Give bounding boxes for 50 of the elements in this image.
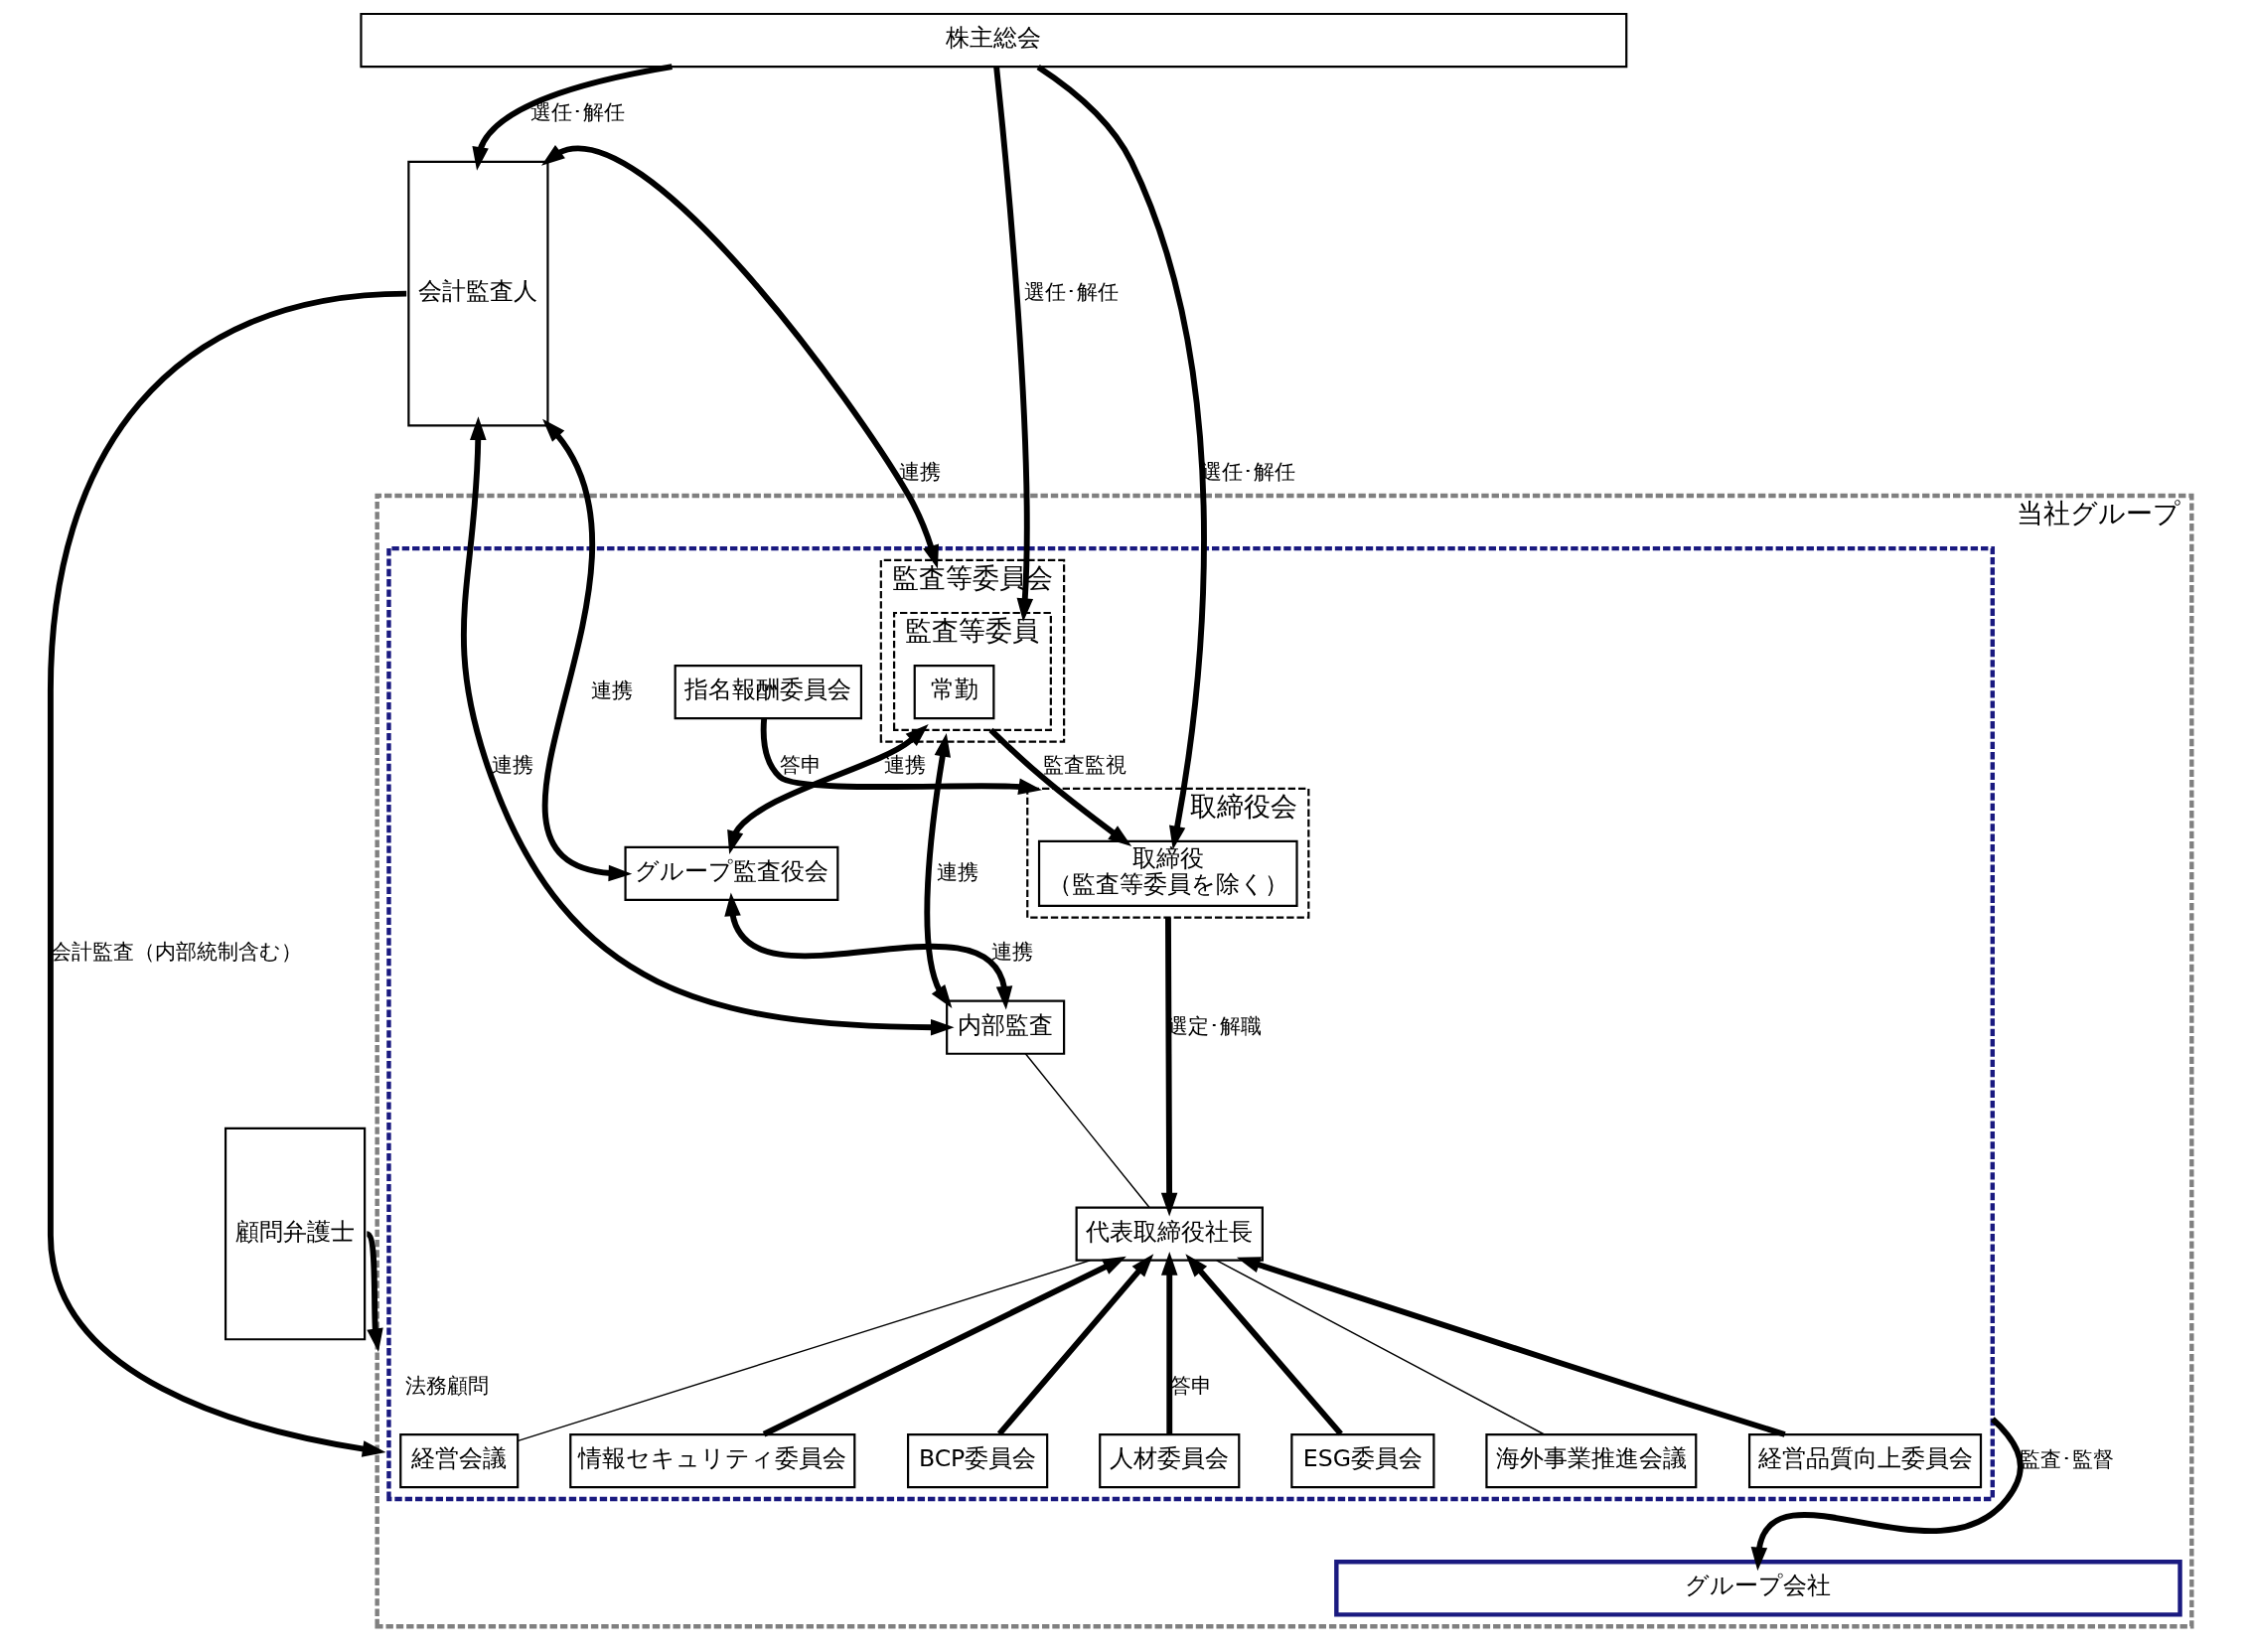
node-box: ESG委員会 xyxy=(1289,1432,1434,1489)
arrow xyxy=(726,723,929,855)
edge-label: 連携 xyxy=(898,459,941,484)
arrow xyxy=(541,418,632,882)
edge-label: 連携 xyxy=(883,752,926,777)
arrow xyxy=(1184,1254,1343,1436)
arrow xyxy=(540,144,939,569)
node-box: グループ監査役会 xyxy=(623,845,838,902)
node-box: 常勤 xyxy=(913,664,994,720)
edge-label: 連携 xyxy=(590,678,633,703)
node-box: 経営会議 xyxy=(398,1432,519,1489)
connector xyxy=(1215,1260,1545,1435)
arrow xyxy=(723,892,1012,1010)
arrow xyxy=(1160,1252,1178,1434)
node-box: 株主総会 xyxy=(359,12,1627,69)
arrow xyxy=(760,718,1042,795)
edge-label: 答申 xyxy=(1169,1373,1212,1398)
node-box: 内部監査 xyxy=(945,999,1065,1055)
edge-label: 法務顧問 xyxy=(404,1373,489,1398)
node-box: グループ会社 xyxy=(1333,1560,2182,1617)
connector xyxy=(1024,1053,1150,1209)
node-box: 情報セキュリティ委員会 xyxy=(568,1432,855,1489)
node-box: BCP委員会 xyxy=(906,1432,1048,1489)
arrow xyxy=(471,64,673,171)
node-box: 顧問弁護士 xyxy=(224,1126,366,1341)
arrow xyxy=(996,1254,1153,1436)
arrow xyxy=(460,416,955,1036)
edge-label: 連携 xyxy=(491,752,533,777)
arrow xyxy=(1750,1417,2024,1572)
arrow xyxy=(1236,1257,1786,1437)
node-box: 人材委員会 xyxy=(1098,1432,1240,1489)
arrow xyxy=(1036,65,1207,850)
arrow xyxy=(1160,917,1177,1217)
arrow xyxy=(987,727,1131,846)
node-box: 海外事業推進会議 xyxy=(1484,1432,1697,1489)
node-box: 経営品質向上委員会 xyxy=(1747,1432,1982,1489)
edge-label: 答申 xyxy=(779,752,822,777)
arrow xyxy=(47,290,406,1457)
edge-label: 選任･解任 xyxy=(1023,280,1119,305)
connector xyxy=(517,1260,1091,1442)
arrow xyxy=(992,66,1033,622)
node-box: 指名報酬委員会 xyxy=(674,664,862,720)
edge-label: 連携 xyxy=(990,940,1033,965)
node-box: 会計監査人 xyxy=(406,160,549,427)
node-box: 代表取締役社長 xyxy=(1075,1206,1264,1262)
arrow xyxy=(923,732,952,1008)
arrow xyxy=(762,1256,1126,1437)
edge-label: 監査監視 xyxy=(1042,752,1126,777)
edge-label: 連携 xyxy=(936,859,978,884)
node-box: 取締役 （監査等委員を除く） xyxy=(1037,839,1298,907)
